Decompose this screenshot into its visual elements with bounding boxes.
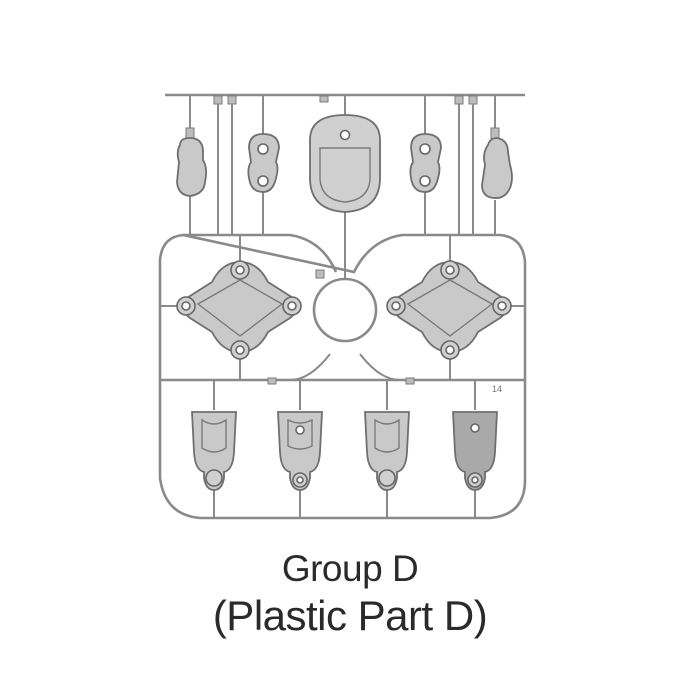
finger-part-left: [176, 127, 208, 197]
center-ring: [312, 277, 378, 343]
group-title: Group D: [281, 548, 419, 589]
center-bucket-part: [309, 114, 381, 213]
claw-part-1: [191, 380, 237, 518]
link-part-left: [247, 133, 280, 193]
group-subtitle: (Plastic Part D): [212, 592, 488, 639]
claw-part-3: [364, 380, 410, 518]
link-part-right: [409, 133, 442, 193]
claw-part-4: [452, 380, 498, 518]
claw-part-2: [277, 380, 323, 518]
quad-plate-left: [160, 235, 302, 380]
sprue-tree-diagram: 14: [158, 93, 527, 520]
sprue-frame: 14: [158, 233, 527, 520]
top-connectors: [189, 95, 496, 278]
finger-part-right: [481, 127, 513, 199]
quad-plate-right: [386, 235, 525, 380]
small-number-label: 14: [492, 384, 502, 394]
